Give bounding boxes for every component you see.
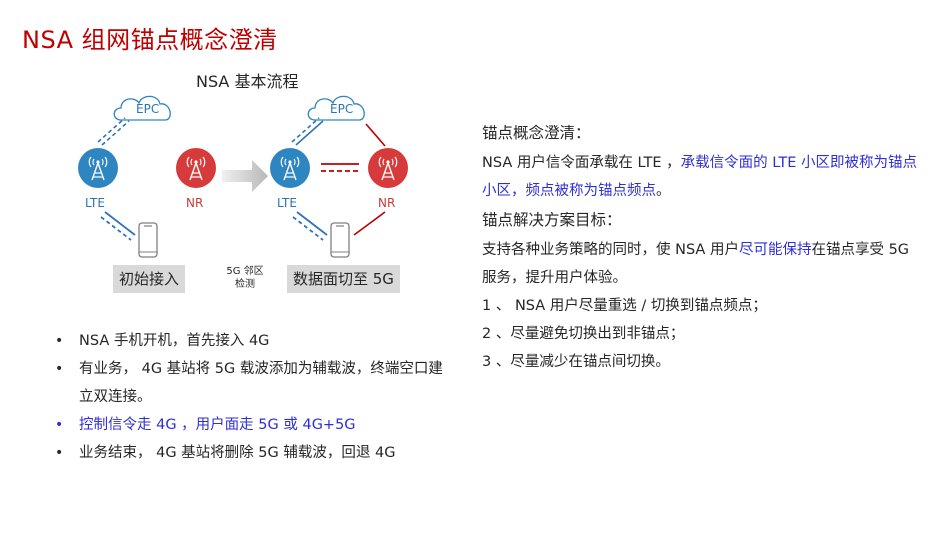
bullet-item: • 业务结束， 4G 基站将删除 5G 辅载波，回退 4G — [55, 445, 396, 461]
diagram-title: NSA 基本流程 — [196, 72, 299, 91]
anchor-concept-paragraph: NSA 用户信令面承载在 LTE ，承载信令面的 LTE 小区即被称为锚点小区，… — [482, 155, 917, 199]
nr-label-right: NR — [378, 196, 396, 210]
anchor-goal-paragraph: 支持各种业务策略的同时，使 NSA 用户尽可能保持在锚点享受 5G 服务，提升用… — [482, 242, 910, 286]
epc-label-left: EPC — [136, 102, 160, 116]
nsa-flow-diagram: NSA 基本流程 — [0, 0, 460, 310]
caption-initial-access: 初始接入 — [113, 265, 186, 293]
goal-item: 3 、尽量减少在锚点间切换。 — [482, 354, 670, 370]
page-title: NSA 组网锚点概念澄清 — [22, 26, 278, 54]
lte-tower-left-icon — [78, 148, 118, 188]
epc-label-right: EPC — [330, 102, 354, 116]
nr-label-left: NR — [186, 196, 204, 210]
nr-tower-left-icon — [176, 148, 216, 188]
goal-item: 1 、 NSA 用户尽量重选 / 切换到锚点频点； — [482, 298, 767, 314]
lte-label-left: LTE — [85, 196, 105, 210]
process-bullet-list: • NSA 手机开机，首先接入 4G • 有业务， 4G 基站将 5G 载波添加… — [55, 327, 455, 467]
diagram-graphics — [78, 95, 408, 258]
goal-item: 2 、尽量避免切换出到非锚点； — [482, 326, 685, 342]
transition-caption: 5G 邻区 检测 — [226, 266, 264, 290]
bullet-item-highlighted: • 控制信令走 4G ，用户面走 5G 或 4G+5G — [55, 417, 356, 433]
bullet-item: • NSA 手机开机，首先接入 4G — [55, 333, 270, 349]
bullet-item: • 有业务， 4G 基站将 5G 载波添加为辅载波，终端空口建立双连接。 — [55, 361, 443, 405]
heading-anchor-goal: 锚点解决方案目标： — [482, 211, 622, 229]
lte-label-right: LTE — [277, 196, 297, 210]
caption-dataplane-5g: 数据面切至 5G — [287, 265, 400, 293]
transition-arrow-icon — [222, 160, 268, 192]
heading-anchor-concept: 锚点概念澄清： — [482, 124, 591, 142]
anchor-explanation-panel: 锚点概念澄清： NSA 用户信令面承载在 LTE ，承载信令面的 LTE 小区即… — [482, 118, 922, 376]
